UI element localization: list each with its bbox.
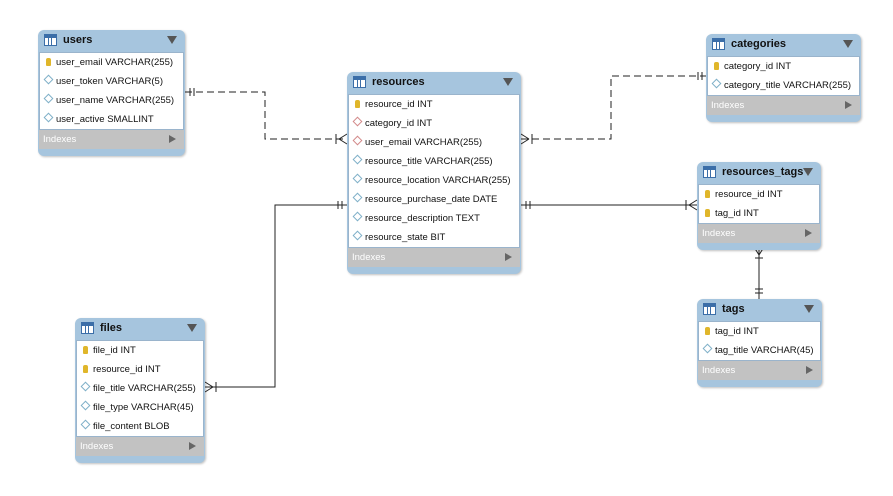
- column-row[interactable]: resource_id INT: [699, 185, 819, 204]
- expand-arrow-icon[interactable]: [806, 366, 813, 374]
- collapse-arrow-icon[interactable]: [803, 168, 813, 176]
- table-title: categories: [731, 38, 787, 50]
- column-row[interactable]: resource_title VARCHAR(255): [349, 152, 519, 171]
- expand-arrow-icon[interactable]: [845, 101, 852, 109]
- column-diamond-icon: [43, 93, 54, 104]
- column-diamond-icon: [80, 381, 91, 392]
- column-row[interactable]: category_title VARCHAR(255): [708, 76, 859, 95]
- table-title: resources: [372, 76, 425, 88]
- table-icon: [353, 76, 366, 88]
- table-files[interactable]: files file_id INT resource_id INT file_t…: [75, 318, 205, 463]
- column-diamond-icon: [711, 78, 722, 89]
- indexes-section[interactable]: Indexes: [348, 248, 520, 267]
- column-row[interactable]: user_name VARCHAR(255): [40, 91, 183, 110]
- table-tags[interactable]: tags tag_id INT tag_title VARCHAR(45) In…: [697, 299, 822, 387]
- column-diamond-icon: [43, 74, 54, 85]
- column-row[interactable]: resource_purchase_date DATE: [349, 190, 519, 209]
- table-icon: [703, 303, 716, 315]
- primary-key-icon: [46, 58, 51, 66]
- column-diamond-icon: [352, 173, 363, 184]
- column-diamond-icon: [80, 419, 91, 430]
- table-icon: [703, 166, 716, 178]
- expand-arrow-icon[interactable]: [189, 442, 196, 450]
- column-row[interactable]: user_email VARCHAR(255): [349, 133, 519, 152]
- primary-key-icon: [705, 327, 710, 335]
- indexes-section[interactable]: Indexes: [707, 96, 860, 115]
- column-diamond-icon: [352, 192, 363, 203]
- collapse-arrow-icon[interactable]: [187, 324, 197, 332]
- column-row[interactable]: resource_state BIT: [349, 228, 519, 247]
- column-diamond-icon: [352, 211, 363, 222]
- column-diamond-icon: [43, 112, 54, 123]
- column-row[interactable]: file_id INT: [77, 341, 203, 360]
- foreign-key-icon: [352, 116, 363, 127]
- primary-key-icon: [83, 365, 88, 373]
- column-row[interactable]: tag_id INT: [699, 204, 819, 223]
- table-resources-tags[interactable]: resources_tags resource_id INT tag_id IN…: [697, 162, 821, 250]
- table-title: files: [100, 322, 123, 334]
- link-users-resources: [185, 91, 347, 140]
- primary-key-icon: [355, 100, 360, 108]
- column-row[interactable]: user_email VARCHAR(255): [40, 53, 183, 72]
- primary-key-icon: [705, 190, 710, 198]
- column-list: resource_id INT category_id INT user_ema…: [348, 94, 520, 248]
- column-row[interactable]: tag_title VARCHAR(45): [699, 341, 820, 360]
- column-list: tag_id INT tag_title VARCHAR(45): [698, 321, 821, 361]
- expand-arrow-icon[interactable]: [505, 253, 512, 261]
- column-row[interactable]: resource_location VARCHAR(255): [349, 171, 519, 190]
- table-icon: [44, 34, 57, 46]
- table-title: resources_tags: [722, 166, 804, 178]
- primary-key-icon: [83, 346, 88, 354]
- column-row[interactable]: user_active SMALLINT: [40, 110, 183, 129]
- collapse-arrow-icon[interactable]: [843, 40, 853, 48]
- collapse-arrow-icon[interactable]: [503, 78, 513, 86]
- column-list: resource_id INT tag_id INT: [698, 184, 820, 224]
- link-categories-resources: [521, 75, 706, 140]
- column-row[interactable]: file_title VARCHAR(255): [77, 379, 203, 398]
- indexes-section[interactable]: Indexes: [698, 361, 821, 380]
- column-row[interactable]: resource_description TEXT: [349, 209, 519, 228]
- indexes-section[interactable]: Indexes: [76, 437, 204, 456]
- column-diamond-icon: [702, 343, 713, 354]
- collapse-arrow-icon[interactable]: [167, 36, 177, 44]
- table-users[interactable]: users user_email VARCHAR(255) user_token…: [38, 30, 185, 156]
- column-row[interactable]: category_id INT: [708, 57, 859, 76]
- column-row[interactable]: file_content BLOB: [77, 417, 203, 436]
- table-resources[interactable]: resources resource_id INT category_id IN…: [347, 72, 521, 274]
- indexes-section[interactable]: Indexes: [698, 224, 820, 243]
- table-title: tags: [722, 303, 745, 315]
- column-diamond-icon: [352, 154, 363, 165]
- column-row[interactable]: file_type VARCHAR(45): [77, 398, 203, 417]
- column-diamond-icon: [80, 400, 91, 411]
- column-list: file_id INT resource_id INT file_title V…: [76, 340, 204, 437]
- collapse-arrow-icon[interactable]: [804, 305, 814, 313]
- table-title: users: [63, 34, 93, 46]
- column-diamond-icon: [352, 230, 363, 241]
- primary-key-icon: [714, 62, 719, 70]
- column-row[interactable]: category_id INT: [349, 114, 519, 133]
- table-icon: [81, 322, 94, 334]
- column-row[interactable]: resource_id INT: [349, 95, 519, 114]
- column-list: user_email VARCHAR(255) user_token VARCH…: [39, 52, 184, 130]
- foreign-key-icon: [352, 135, 363, 146]
- column-row[interactable]: resource_id INT: [77, 360, 203, 379]
- expand-arrow-icon[interactable]: [169, 135, 176, 143]
- link-resources-files: [205, 204, 347, 388]
- column-list: category_id INT category_title VARCHAR(2…: [707, 56, 860, 96]
- table-categories[interactable]: categories category_id INT category_titl…: [706, 34, 861, 122]
- column-row[interactable]: tag_id INT: [699, 322, 820, 341]
- column-row[interactable]: user_token VARCHAR(5): [40, 72, 183, 91]
- table-icon: [712, 38, 725, 50]
- indexes-section[interactable]: Indexes: [39, 130, 184, 149]
- expand-arrow-icon[interactable]: [805, 229, 812, 237]
- primary-key-icon: [705, 209, 710, 217]
